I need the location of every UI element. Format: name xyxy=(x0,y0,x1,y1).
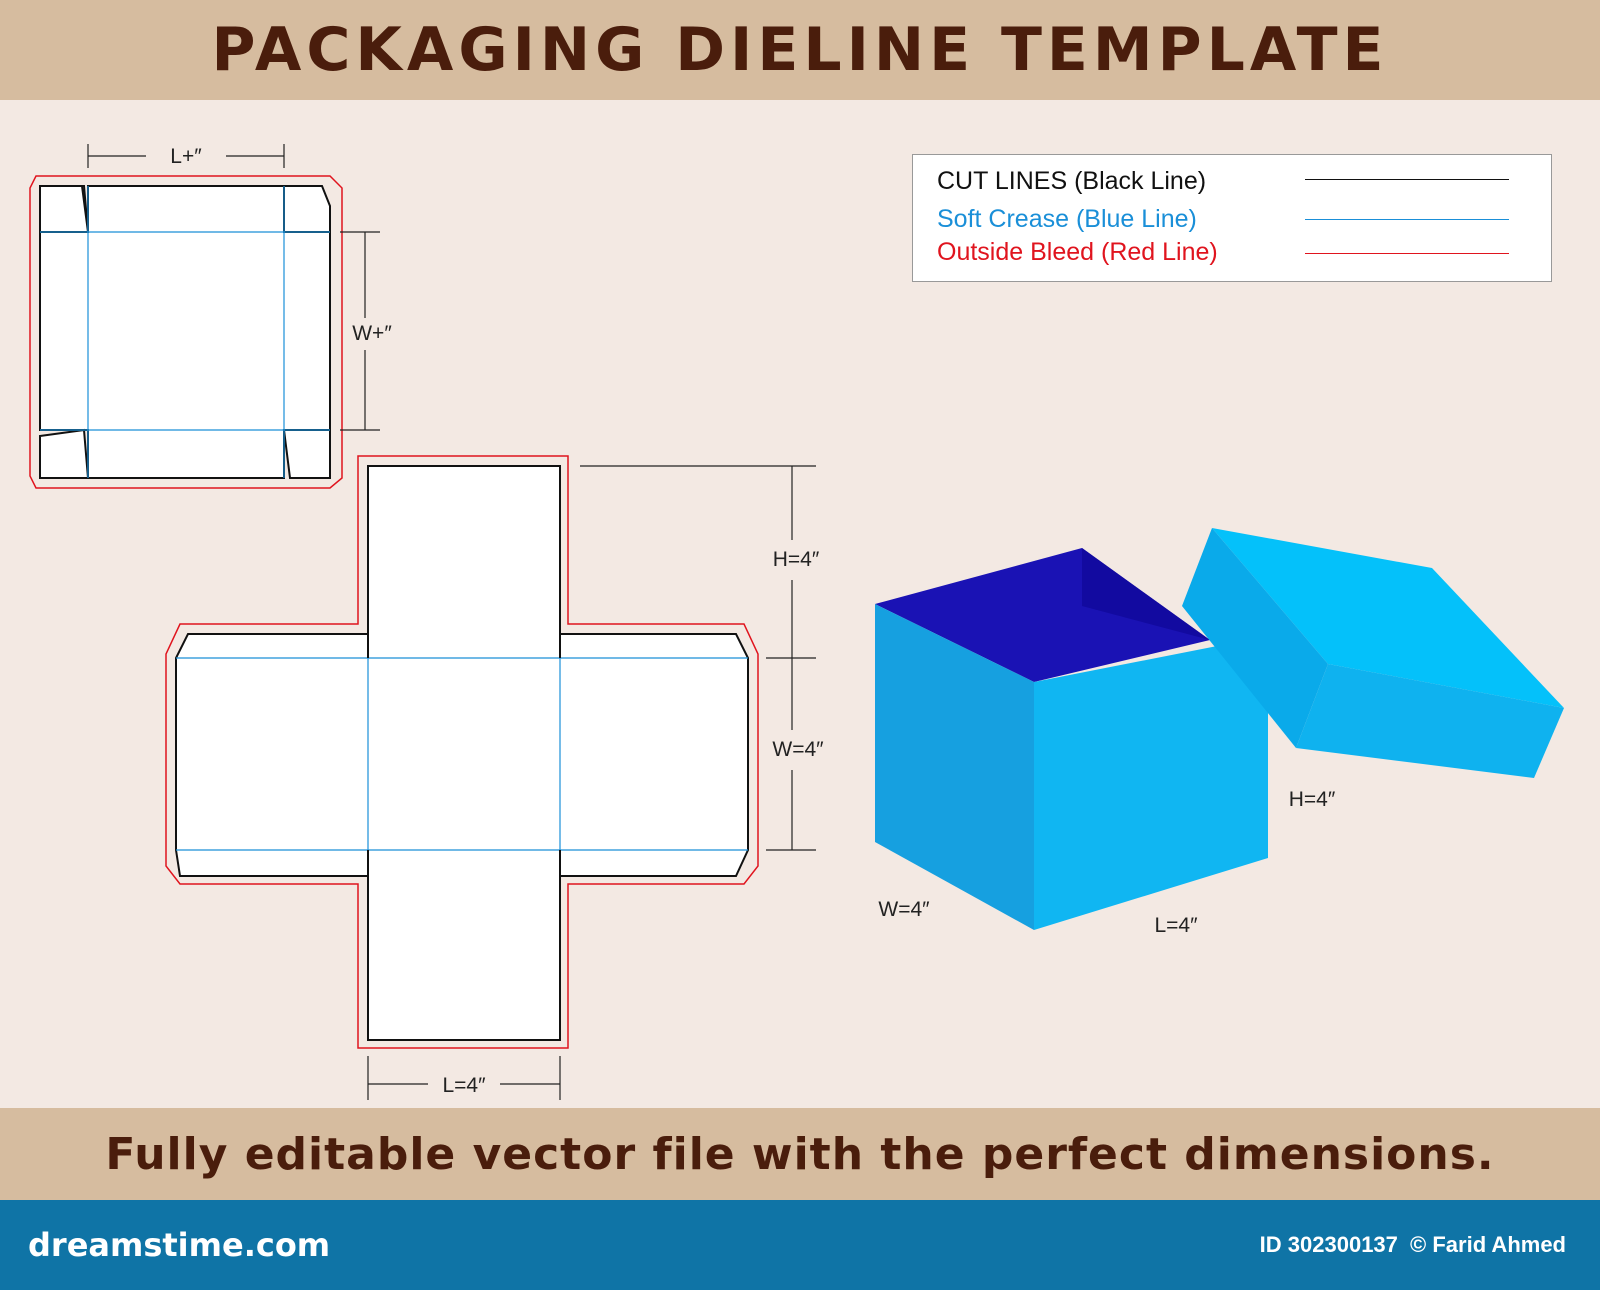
tagline-banner: Fully editable vector file with the perf… xyxy=(0,1108,1600,1200)
base-length-label: L=4″ xyxy=(442,1074,486,1097)
box-render: H=4″ W=4″ L=4″ xyxy=(875,528,1564,937)
base-crease-lines xyxy=(176,634,748,876)
image-id: ID 302300137 xyxy=(1259,1232,1398,1257)
legend-crease-line xyxy=(1305,219,1509,220)
lid-corner-flap-tl xyxy=(39,185,90,233)
legend-bleed-line xyxy=(1305,253,1509,254)
page-title: PACKAGING DIELINE TEMPLATE xyxy=(211,15,1389,85)
dieline-artwork: L+″ W+″ H=4″ xyxy=(29,144,1564,1100)
lid-crease-lines xyxy=(40,186,330,478)
box-left-face xyxy=(875,604,1034,930)
lid-length-label: L+″ xyxy=(170,145,202,168)
header-banner: PACKAGING DIELINE TEMPLATE xyxy=(0,0,1600,100)
base-length-dimension xyxy=(367,1056,561,1100)
base-width-dimension xyxy=(766,658,816,851)
lid-left-side xyxy=(1182,528,1328,748)
lid-corner-flap-tr xyxy=(283,185,331,233)
base-dieline: H=4″ W=4″ L=4″ xyxy=(165,455,824,1100)
box-height-label: H=4″ xyxy=(1289,788,1336,811)
legend-crease-label: Soft Crease (Blue Line) xyxy=(937,205,1197,233)
lid-dieline: L+″ W+″ xyxy=(29,144,392,489)
legend-bleed-label: Outside Bleed (Red Line) xyxy=(937,238,1218,266)
base-bleed-outline xyxy=(165,455,759,1049)
line-legend: CUT LINES (Black Line) Soft Crease (Blue… xyxy=(912,154,1552,282)
base-height-label: H=4″ xyxy=(773,548,820,571)
image-credit: ID 302300137 © Farid Ahmed xyxy=(1260,1232,1572,1258)
lid-top xyxy=(1212,528,1564,708)
image-author: © Farid Ahmed xyxy=(1410,1232,1566,1257)
base-panel-cuts xyxy=(367,634,561,876)
brand-logo-text[interactable]: dreamstime.com xyxy=(28,1226,331,1264)
lid-width-label: W+″ xyxy=(352,322,392,345)
box-interior-back-right xyxy=(1082,548,1210,640)
box-front-face xyxy=(1034,636,1268,930)
lid-width-dimension xyxy=(340,231,380,431)
box-length-label: L=4″ xyxy=(1154,914,1198,937)
source-bar: dreamstime.com ID 302300137 © Farid Ahme… xyxy=(0,1200,1600,1290)
base-cut-outline xyxy=(175,465,749,1041)
box-width-label: W=4″ xyxy=(878,898,930,921)
lid-length-dimension xyxy=(87,144,285,168)
legend-cut-label: CUT LINES (Black Line) xyxy=(937,167,1207,195)
lid-bleed-outline xyxy=(29,175,343,489)
tagline-text: Fully editable vector file with the perf… xyxy=(105,1128,1495,1180)
base-width-label: W=4″ xyxy=(772,738,824,761)
lid-corner-flap-br xyxy=(282,429,331,479)
legend-cut-line xyxy=(1305,179,1509,180)
base-height-dimension xyxy=(580,465,816,659)
lid-corner-flap-bl xyxy=(39,428,90,479)
lid-front-side xyxy=(1296,664,1564,778)
